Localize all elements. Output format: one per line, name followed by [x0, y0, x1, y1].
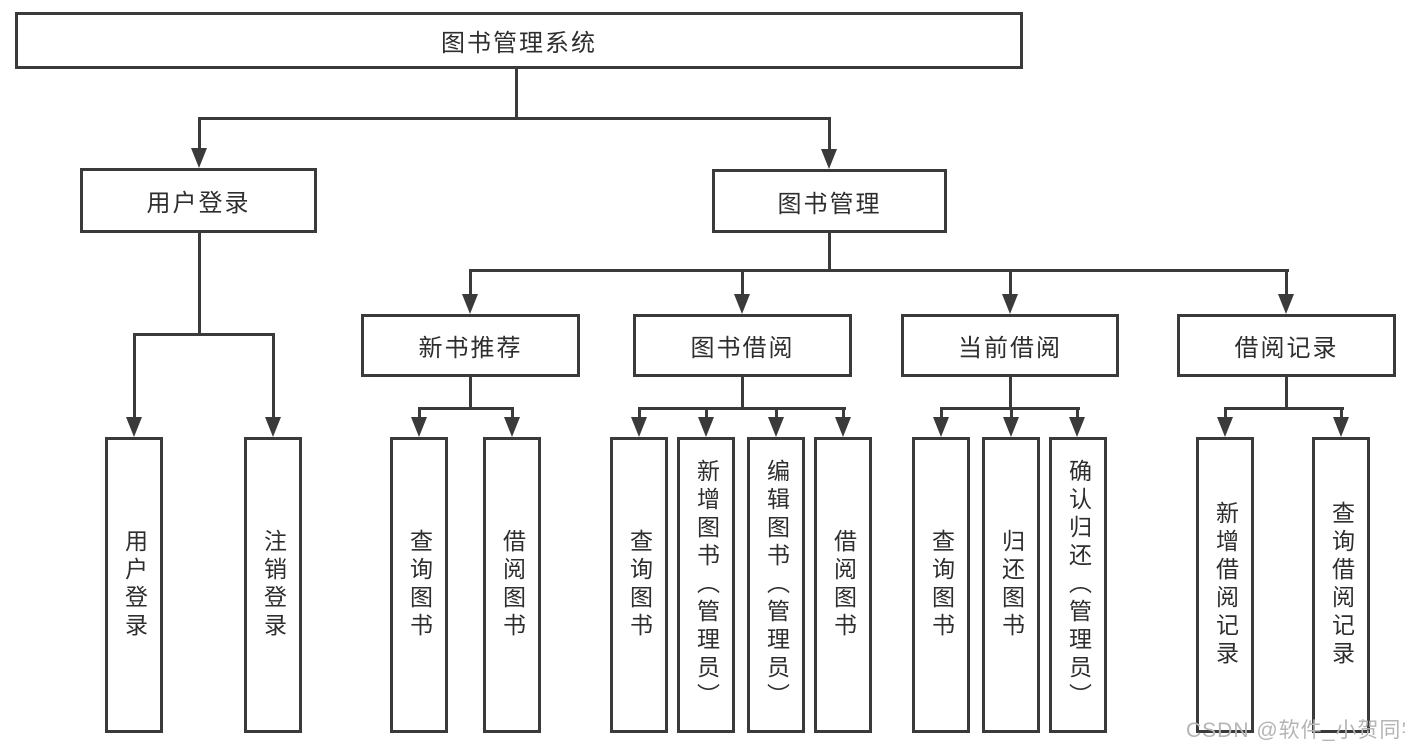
connector-line: [1010, 409, 1013, 419]
connector-line: [1009, 271, 1012, 296]
connector-line: [828, 233, 831, 272]
arrow-down-icon: [504, 417, 520, 437]
leaf-edit-books-admin: 编辑图书（管理员）: [747, 437, 805, 733]
leaf-label: 新增图书（管理员）: [693, 459, 720, 711]
arrow-down-icon: [126, 417, 142, 437]
connector-line: [1285, 271, 1288, 296]
connector-line: [511, 409, 514, 419]
node-new-book-recommendation: 新书推荐: [361, 314, 580, 377]
arrow-down-icon: [631, 417, 647, 437]
leaf-confirm-return-admin: 确认归还（管理员）: [1049, 437, 1107, 733]
connector-line: [828, 117, 831, 151]
connector-line: [418, 409, 421, 419]
leaf-label: 新增借阅记录: [1212, 501, 1239, 669]
leaf-query-borrow-record: 查询借阅记录: [1312, 437, 1370, 733]
connector-line: [940, 407, 1080, 410]
connector-line: [198, 117, 201, 150]
connector-line: [133, 335, 136, 419]
connector-line: [198, 233, 201, 336]
node-book-management: 图书管理: [712, 169, 947, 233]
arrow-down-icon: [411, 417, 427, 437]
leaf-label: 用户登录: [121, 529, 148, 641]
arrow-down-icon: [1069, 417, 1085, 437]
connector-line: [1285, 377, 1288, 410]
arrow-down-icon: [933, 417, 949, 437]
leaf-add-books-admin: 新增图书（管理员）: [677, 437, 735, 733]
connector-line: [198, 117, 831, 120]
leaf-label: 归还图书: [998, 529, 1025, 641]
leaf-borrow-books-recommend: 借阅图书: [483, 437, 541, 733]
leaf-label: 查询图书: [626, 529, 653, 641]
leaf-borrow-books: 借阅图书: [814, 437, 872, 733]
arrow-down-icon: [698, 417, 714, 437]
connector-line: [1009, 377, 1012, 410]
arrow-down-icon: [1333, 417, 1349, 437]
leaf-return-books: 归还图书: [982, 437, 1040, 733]
leaf-query-books-borrow: 查询图书: [610, 437, 668, 733]
arrow-down-icon: [1003, 417, 1019, 437]
csdn-watermark: CSDN @软件_小贺同学: [1186, 719, 1405, 742]
connector-line: [1224, 409, 1227, 419]
node-user-login: 用户登录: [80, 168, 317, 233]
connector-line: [133, 333, 275, 336]
connector-line: [741, 377, 744, 410]
arrow-down-icon: [462, 294, 478, 314]
node-book-borrowing: 图书借阅: [633, 314, 852, 377]
connector-line: [469, 271, 472, 296]
connector-line: [272, 335, 275, 419]
connector-line: [842, 409, 845, 419]
node-library-management-system: 图书管理系统: [15, 12, 1023, 69]
arrow-down-icon: [1217, 417, 1233, 437]
leaf-label: 注销登录: [260, 529, 287, 641]
leaf-label: 查询图书: [406, 529, 433, 641]
leaf-query-books-current: 查询图书: [912, 437, 970, 733]
leaf-add-borrow-record: 新增借阅记录: [1196, 437, 1254, 733]
connector-line: [940, 409, 943, 419]
connector-line: [775, 409, 778, 419]
leaf-label: 确认归还（管理员）: [1065, 459, 1092, 711]
leaf-label: 编辑图书（管理员）: [763, 459, 790, 711]
connector-line: [741, 271, 744, 296]
leaf-logout: 注销登录: [244, 437, 302, 733]
connector-line: [1340, 409, 1343, 419]
arrow-down-icon: [734, 294, 750, 314]
leaf-label: 借阅图书: [830, 529, 857, 641]
connector-line: [705, 409, 708, 419]
leaf-label: 查询借阅记录: [1328, 501, 1355, 669]
leaf-label: 借阅图书: [499, 529, 526, 641]
connector-line: [638, 407, 846, 410]
arrow-down-icon: [821, 149, 837, 169]
leaf-user-login: 用户登录: [105, 437, 163, 733]
connector-line: [515, 69, 518, 118]
connector-line: [638, 409, 641, 419]
arrow-down-icon: [1278, 294, 1294, 314]
connector-line: [469, 377, 472, 410]
connector-line: [418, 407, 514, 410]
arrow-down-icon: [768, 417, 784, 437]
leaf-query-books-recommend: 查询图书: [390, 437, 448, 733]
arrow-down-icon: [835, 417, 851, 437]
node-current-borrowing: 当前借阅: [901, 314, 1119, 377]
connector-line: [1076, 409, 1079, 419]
arrow-down-icon: [191, 148, 207, 168]
arrow-down-icon: [1002, 294, 1018, 314]
connector-line: [469, 269, 1289, 272]
connector-line: [1224, 407, 1344, 410]
node-borrowing-records: 借阅记录: [1177, 314, 1396, 377]
arrow-down-icon: [265, 417, 281, 437]
leaf-label: 查询图书: [928, 529, 955, 641]
